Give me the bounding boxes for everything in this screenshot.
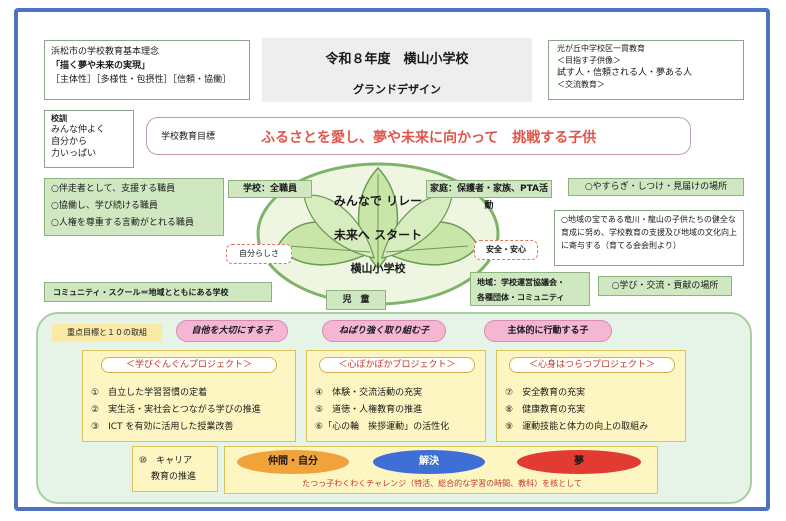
career-box: ⑩ キャリア 教育の推進: [132, 446, 218, 492]
career-line: 教育の推進: [151, 472, 197, 482]
oval-dream: 夢: [517, 450, 641, 474]
project-item: ② 実生活・実社会とつながる学びの推進: [91, 405, 261, 415]
focus-label: 重点目標と１０の取組: [52, 324, 162, 342]
project-title: ＜学びぐんぐんプロジェクト＞: [101, 357, 277, 373]
project-items: ① 自立した学習習慣の定着 ② 実生活・実社会とつながる学びの推進 ③ ICT …: [91, 385, 261, 436]
center-phrase-1: みんなで リレー: [333, 194, 423, 208]
staff-role: ○協働し、学び続ける職員: [51, 201, 158, 211]
district-ideal: 試す人・信頼される人・夢ある人: [557, 68, 693, 78]
center-school-name: 横山小学校: [350, 262, 406, 275]
community-school: コミュニティ・スクール＝地域とともにある学校: [44, 282, 272, 302]
staff-roles-box: ○伴走者として、支援する職員 ○協働し、学び続ける職員 ○人権を尊重する言動がと…: [44, 178, 224, 236]
tag-self: 自分らしさ: [226, 244, 292, 264]
district-box: 光が丘中学校区一貫教育 ＜目指す子供像＞ 試す人・信頼される人・夢ある人 ＜交流…: [548, 40, 744, 100]
region-desc-box: ○地域の宝である竜川・龍山の子供たちの健全な育成に努め、学校教育の支援及び地域の…: [554, 210, 744, 266]
motto-line: 力いっぱい: [51, 149, 97, 159]
goal-label: 学校教育目標: [161, 132, 216, 142]
district-exchange: ＜交流教育＞: [557, 80, 605, 89]
challenge-text: たつっ子わくわくチャレンジ（特活、総合的な学習の時間、教科）を核として: [302, 479, 582, 488]
district-subtitle: ＜目指す子供像＞: [557, 56, 621, 65]
project-item: ⑤ 道徳・人権教育の推進: [315, 405, 423, 415]
project-items: ④ 体験・交流活動の充実 ⑤ 道徳・人権教育の推進 ⑥「心の輪 挨拶運動」の活性…: [315, 385, 449, 436]
philosophy-title: 浜松市の学校教育基本理念: [51, 47, 160, 57]
region-desc: ○地域の宝である竜川・龍山の子供たちの健全な育成に努め、学校教育の支援及び地域の…: [561, 215, 737, 250]
project-item: ⑧ 健康教育の充実: [505, 405, 586, 415]
motto-line: 自分から: [51, 137, 88, 147]
philosophy-slogan: 「描く夢や未来の実現」: [51, 61, 151, 71]
center-phrase-2: 未来へ スタート: [333, 228, 423, 242]
challenge-box: 仲間・自分 解決 夢 たつっ子わくわくチャレンジ（特活、総合的な学習の時間、教科…: [224, 446, 658, 494]
title-box: 令和８年度 横山小学校 グランドデザイン: [262, 38, 532, 102]
project-box-2: ＜心ぽかぽかプロジェクト＞ ④ 体験・交流活動の充実 ⑤ 道徳・人権教育の推進 …: [306, 350, 486, 442]
focus-goal-2: ねばり強く取り組む子: [322, 320, 446, 342]
page-title: 令和８年度 横山小学校: [325, 52, 469, 67]
page-subtitle: グランドデザイン: [353, 83, 441, 96]
project-item: ⑨ 運動技能と体力の向上の取組み: [505, 422, 649, 432]
project-title: ＜心身はつらつプロジェクト＞: [509, 357, 675, 373]
learn-place: ○学び・交流・貢献の場所: [598, 276, 732, 296]
tag-school: 学校：全職員: [228, 180, 312, 198]
leaf-emblem-icon: [256, 162, 500, 306]
staff-role: ○伴走者として、支援する職員: [51, 184, 176, 194]
tag-children: 児 童: [326, 290, 386, 310]
focus-goal-3: 主体的に行動する子: [484, 320, 612, 342]
project-item: ① 自立した学習習慣の定着: [91, 388, 208, 398]
tag-home: 家庭：保護者・家族、PTA活動: [426, 180, 552, 211]
home-place: ○やすらぎ・しつけ・見届けの場所: [568, 178, 744, 196]
tag-safety: 安全・安心: [474, 240, 538, 260]
project-box-3: ＜心身はつらつプロジェクト＞ ⑦ 安全教育の充実 ⑧ 健康教育の充実 ⑨ 運動技…: [496, 350, 686, 442]
project-box-1: ＜学びぐんぐんプロジェクト＞ ① 自立した学習習慣の定着 ② 実生活・実社会とつ…: [82, 350, 296, 442]
oval-companion: 仲間・自分: [237, 450, 349, 474]
motto-label: 校訓: [51, 114, 67, 123]
project-title: ＜心ぽかぽかプロジェクト＞: [319, 357, 475, 373]
project-item: ⑥「心の輪 挨拶運動」の活性化: [315, 422, 450, 432]
oval-solve: 解決: [373, 450, 485, 474]
philosophy-box: 浜松市の学校教育基本理念 「描く夢や未来の実現」 ［主体性］［多様性・包摂性］［…: [44, 40, 250, 100]
staff-role: ○人権を尊重する言動がとれる職員: [51, 218, 194, 228]
philosophy-values: ［主体性］［多様性・包摂性］［信頼・協働］: [51, 75, 232, 85]
goal-box: 学校教育目標 ふるさとを愛し、夢や未来に向かって 挑戦する子供: [146, 117, 691, 155]
project-item: ③ ICT を有効に活用した授業改善: [91, 422, 234, 432]
career-line: ⑩ キャリア: [139, 456, 193, 466]
motto-box: 校訓 みんな仲よく 自分から 力いっぱい: [44, 110, 134, 168]
project-items: ⑦ 安全教育の充実 ⑧ 健康教育の充実 ⑨ 運動技能と体力の向上の取組み: [505, 385, 648, 436]
tag-region: 地域：学校運営協議会・ 各種団体・コミュニティ: [470, 272, 590, 306]
goal-text: ふるさとを愛し、夢や未来に向かって 挑戦する子供: [261, 130, 597, 146]
focus-goal-1: 自他を大切にする子: [176, 320, 288, 342]
project-item: ④ 体験・交流活動の充実: [315, 388, 423, 398]
motto-line: みんな仲よく: [51, 125, 106, 135]
district-title: 光が丘中学校区一貫教育: [557, 44, 645, 53]
project-item: ⑦ 安全教育の充実: [505, 388, 586, 398]
